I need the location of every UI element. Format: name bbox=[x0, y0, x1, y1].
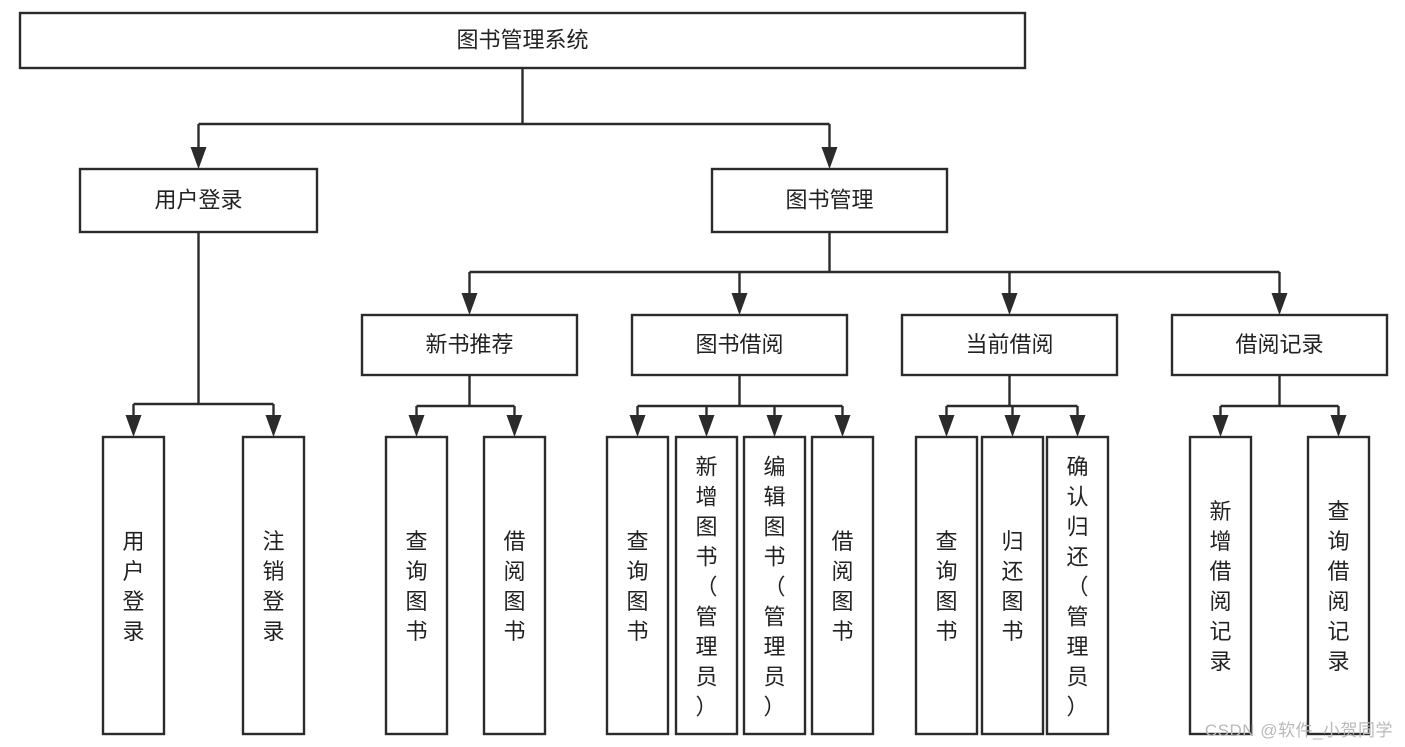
node-box-leaf-add-book[interactable] bbox=[674, 435, 739, 736]
node-label-leaf-add-record: 新增借阅记录 bbox=[1209, 499, 1231, 674]
node-label-leaf-user-login: 用户登录 bbox=[122, 529, 144, 644]
arrow-head-leaf_query_book_3 bbox=[938, 415, 955, 437]
arrow-head-leaf_edit_book bbox=[766, 415, 783, 437]
node-layer: 图书管理系统用户登录图书管理新书推荐图书借阅当前借阅借阅记录用户登录注销登录查询… bbox=[18, 11, 1389, 736]
node-leaf-return-book[interactable]: 归还图书 bbox=[980, 435, 1045, 736]
node-leaf-user-logout[interactable]: 注销登录 bbox=[241, 435, 306, 736]
node-box-root[interactable] bbox=[18, 11, 1027, 70]
node-user-login[interactable]: 用户登录 bbox=[78, 167, 319, 234]
node-box-leaf-query-book-2[interactable] bbox=[605, 435, 670, 736]
arrow-head-book_manage bbox=[821, 147, 838, 169]
arrow-head-leaf_return_book bbox=[1004, 415, 1021, 437]
node-box-leaf-edit-book[interactable] bbox=[742, 435, 807, 736]
node-label-book-borrow: 图书借阅 bbox=[695, 332, 783, 357]
node-label-leaf-borrow-book-1: 借阅图书 bbox=[503, 529, 525, 644]
node-label-leaf-query-book-1: 查询图书 bbox=[405, 529, 427, 644]
node-box-book-manage[interactable] bbox=[710, 167, 949, 234]
node-box-leaf-query-book-1[interactable] bbox=[384, 435, 449, 736]
arrow-head-leaf_borrow_book_2 bbox=[834, 415, 851, 437]
node-label-leaf-edit-book: 编辑图书（管理员） bbox=[763, 454, 785, 719]
node-box-leaf-query-book-3[interactable] bbox=[914, 435, 979, 736]
node-label-leaf-return-book: 归还图书 bbox=[1001, 529, 1023, 644]
arrow-head-leaf_user_login bbox=[125, 415, 142, 437]
node-box-leaf-borrow-book-2[interactable] bbox=[810, 435, 875, 736]
node-leaf-add-book[interactable]: 新增图书（管理员） bbox=[674, 435, 739, 736]
node-label-leaf-query-record: 查询借阅记录 bbox=[1327, 499, 1349, 674]
node-root[interactable]: 图书管理系统 bbox=[18, 11, 1027, 70]
node-box-leaf-confirm-return[interactable] bbox=[1045, 435, 1110, 736]
node-label-leaf-query-book-2: 查询图书 bbox=[626, 529, 648, 644]
arrow-head-leaf_borrow_book_1 bbox=[506, 415, 523, 437]
arrow-head-leaf_query_record bbox=[1330, 415, 1347, 437]
arrow-head-borrow_record bbox=[1271, 293, 1288, 315]
arrow-head-current_borrow bbox=[1001, 293, 1018, 315]
node-leaf-query-book-3[interactable]: 查询图书 bbox=[914, 435, 979, 736]
node-label-root: 图书管理系统 bbox=[456, 27, 588, 52]
node-label-leaf-confirm-return: 确认归还（管理员） bbox=[1066, 454, 1088, 719]
node-box-user-login[interactable] bbox=[78, 167, 319, 234]
node-new-book-rec[interactable]: 新书推荐 bbox=[360, 313, 579, 377]
node-label-leaf-query-book-3: 查询图书 bbox=[935, 529, 957, 644]
csdn-watermark: CSDN @软件_小贺同学 bbox=[1204, 721, 1393, 740]
arrow-head-leaf_query_book_2 bbox=[629, 415, 646, 437]
node-leaf-borrow-book-2[interactable]: 借阅图书 bbox=[810, 435, 875, 736]
node-box-leaf-add-record[interactable] bbox=[1188, 435, 1253, 736]
node-leaf-confirm-return[interactable]: 确认归还（管理员） bbox=[1045, 435, 1110, 736]
arrow-head-leaf_confirm_return bbox=[1069, 415, 1086, 437]
node-leaf-edit-book[interactable]: 编辑图书（管理员） bbox=[742, 435, 807, 736]
node-box-leaf-borrow-book-1[interactable] bbox=[482, 435, 547, 736]
arrow-head-user_login bbox=[190, 147, 207, 169]
node-label-book-manage: 图书管理 bbox=[785, 187, 873, 212]
node-leaf-query-book-2[interactable]: 查询图书 bbox=[605, 435, 670, 736]
node-borrow-record[interactable]: 借阅记录 bbox=[1170, 313, 1389, 377]
node-leaf-add-record[interactable]: 新增借阅记录 bbox=[1188, 435, 1253, 736]
arrow-head-book_borrow bbox=[731, 293, 748, 315]
arrow-head-leaf_query_book_1 bbox=[408, 415, 425, 437]
arrow-head-leaf_add_record bbox=[1212, 415, 1229, 437]
node-box-leaf-return-book[interactable] bbox=[980, 435, 1045, 736]
node-box-leaf-user-login[interactable] bbox=[101, 435, 166, 736]
node-box-book-borrow[interactable] bbox=[630, 313, 849, 377]
node-box-current-borrow[interactable] bbox=[900, 313, 1119, 377]
node-book-borrow[interactable]: 图书借阅 bbox=[630, 313, 849, 377]
node-leaf-user-login[interactable]: 用户登录 bbox=[101, 435, 166, 736]
node-book-manage[interactable]: 图书管理 bbox=[710, 167, 949, 234]
node-box-borrow-record[interactable] bbox=[1170, 313, 1389, 377]
node-box-new-book-rec[interactable] bbox=[360, 313, 579, 377]
node-leaf-query-book-1[interactable]: 查询图书 bbox=[384, 435, 449, 736]
node-label-new-book-rec: 新书推荐 bbox=[425, 332, 513, 357]
arrow-head-leaf_user_logout bbox=[265, 415, 282, 437]
node-label-leaf-user-logout: 注销登录 bbox=[262, 529, 284, 644]
node-label-user-login: 用户登录 bbox=[154, 187, 242, 212]
node-label-leaf-borrow-book-2: 借阅图书 bbox=[831, 529, 853, 644]
node-box-leaf-user-logout[interactable] bbox=[241, 435, 306, 736]
node-label-leaf-add-book: 新增图书（管理员） bbox=[695, 454, 717, 719]
node-box-leaf-query-record[interactable] bbox=[1306, 435, 1371, 736]
connector-layer bbox=[125, 68, 1347, 437]
arrow-head-new_book_rec bbox=[461, 293, 478, 315]
node-leaf-borrow-book-1[interactable]: 借阅图书 bbox=[482, 435, 547, 736]
node-label-borrow-record: 借阅记录 bbox=[1235, 332, 1323, 357]
node-label-current-borrow: 当前借阅 bbox=[965, 332, 1053, 357]
arrow-head-leaf_add_book bbox=[698, 415, 715, 437]
node-current-borrow[interactable]: 当前借阅 bbox=[900, 313, 1119, 377]
node-leaf-query-record[interactable]: 查询借阅记录 bbox=[1306, 435, 1371, 736]
